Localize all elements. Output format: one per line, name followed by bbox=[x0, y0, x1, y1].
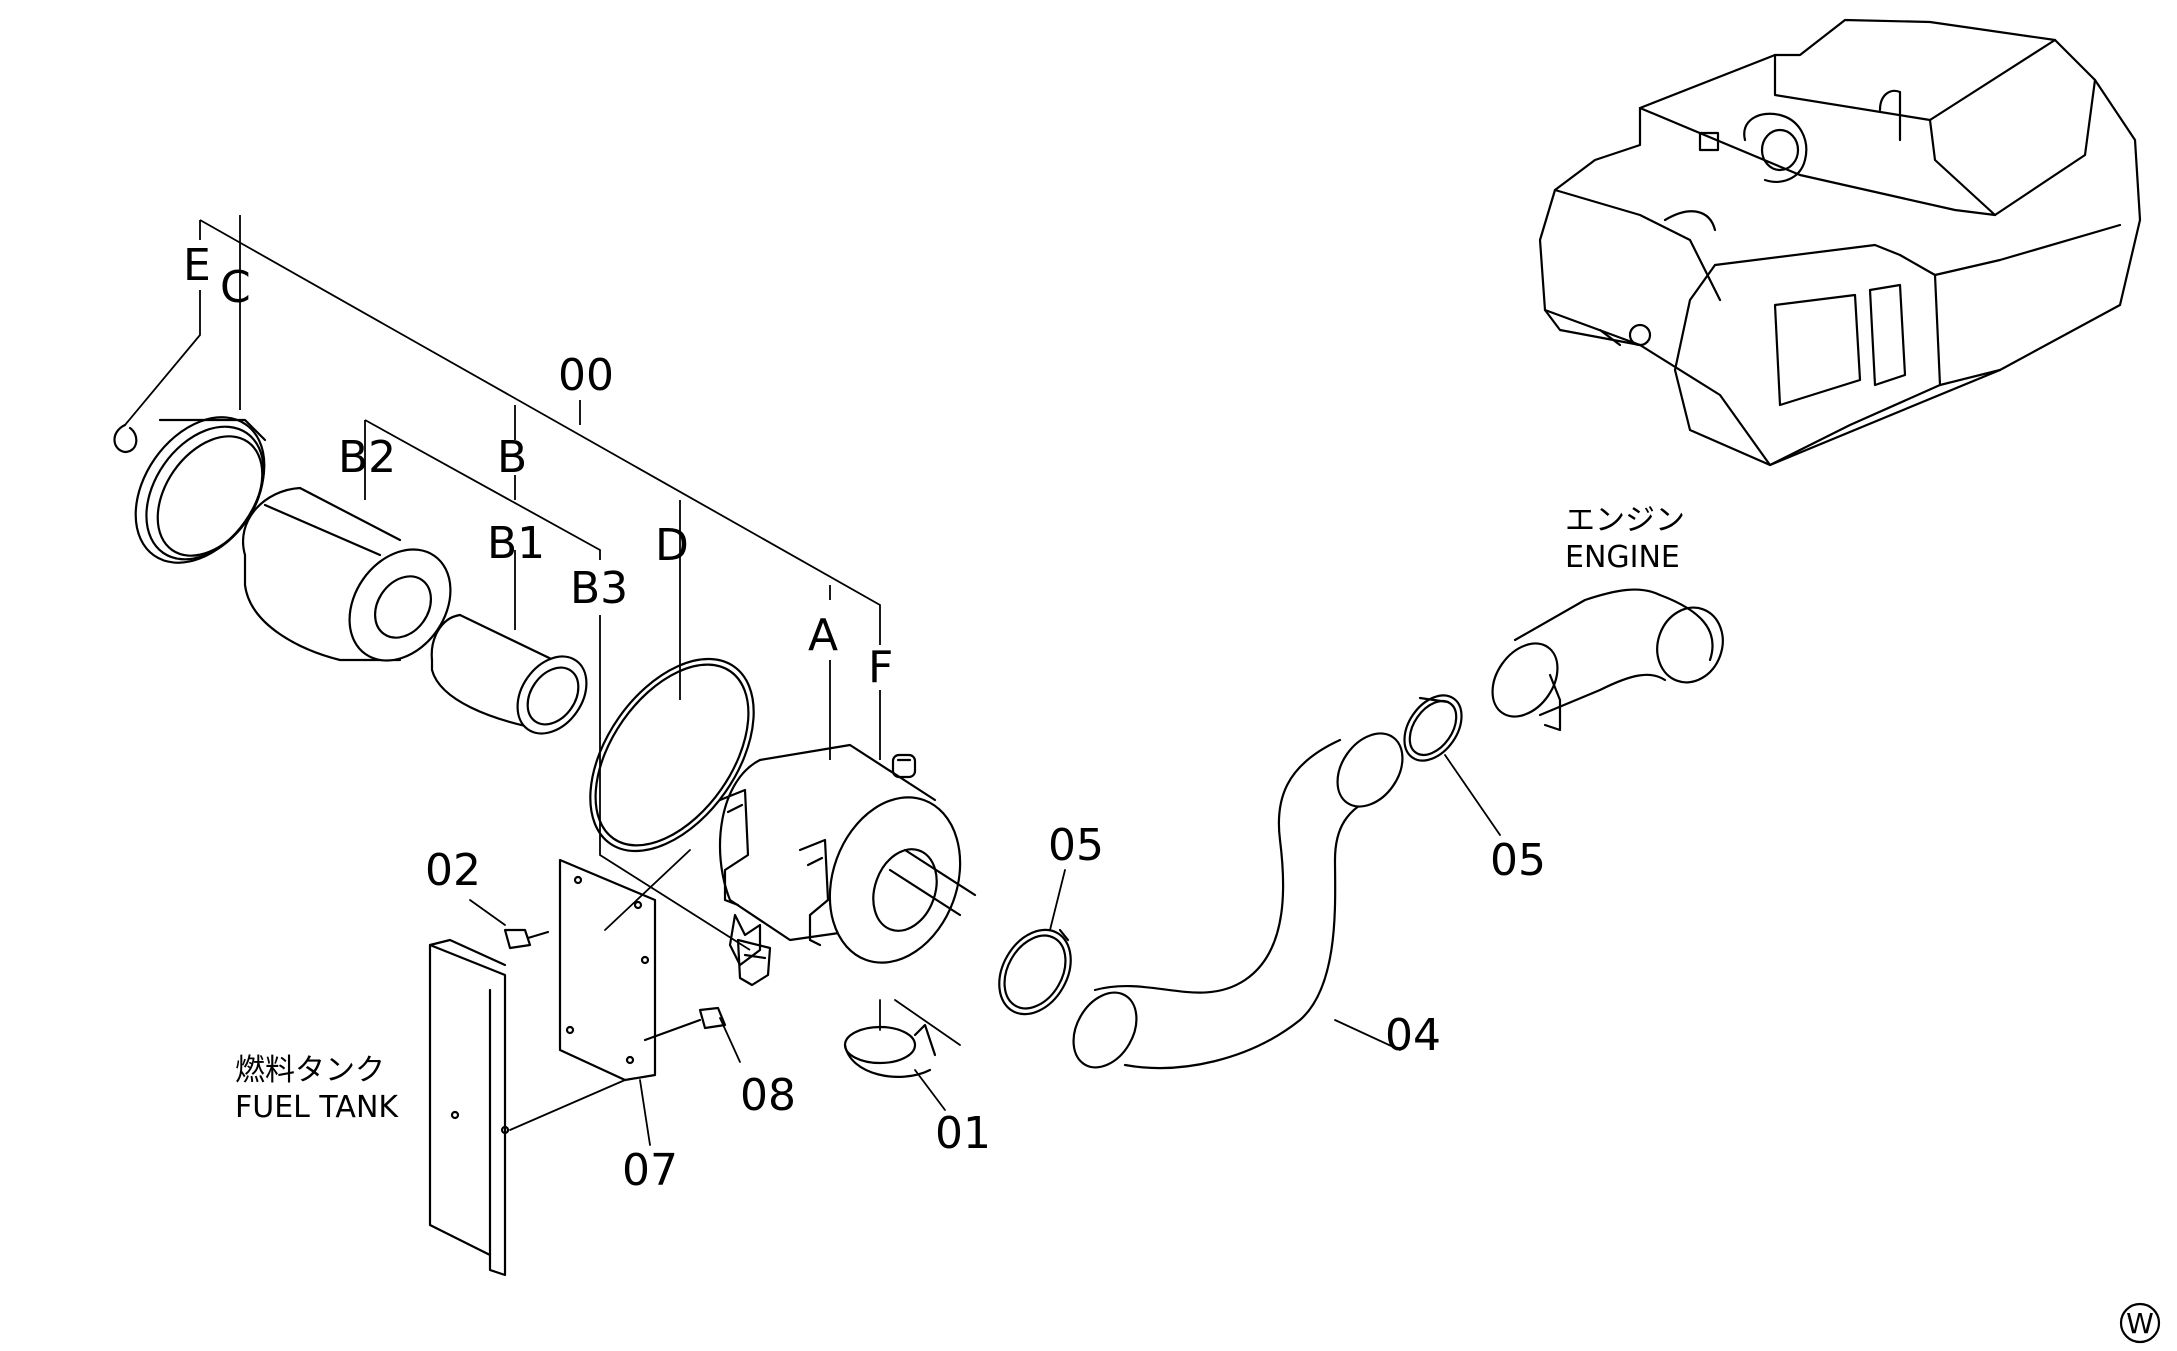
part-f-indicator bbox=[891, 753, 917, 779]
label-c: C bbox=[220, 262, 251, 313]
part-engine-elbow bbox=[1491, 588, 1724, 732]
part-b3-valve bbox=[736, 938, 772, 987]
part-02-bolt bbox=[469, 899, 550, 950]
part-07-plate bbox=[558, 858, 657, 1146]
label-07: 07 bbox=[622, 1145, 678, 1196]
engine-label-jp: エンジン bbox=[1565, 503, 1685, 538]
label-00: 00 bbox=[558, 350, 614, 401]
corner-mark: W bbox=[2119, 1302, 2161, 1344]
fuel-tank-label-en: FUEL TANK bbox=[235, 1090, 399, 1125]
label-b1: B1 bbox=[487, 518, 545, 569]
part-04-hose bbox=[1072, 732, 1404, 1070]
label-05-right: 05 bbox=[1490, 835, 1546, 886]
part-a-body bbox=[604, 743, 977, 967]
part-b1-element bbox=[430, 613, 588, 735]
assembly-leaders bbox=[124, 215, 881, 951]
label-01: 01 bbox=[935, 1108, 991, 1159]
part-05b-clamp bbox=[1403, 694, 1501, 836]
label-e: E bbox=[183, 240, 211, 291]
label-b3: B3 bbox=[570, 563, 628, 614]
part-01-cap bbox=[843, 999, 961, 1111]
part-08-bolt bbox=[643, 1006, 741, 1063]
label-b2: B2 bbox=[338, 432, 396, 483]
engine-label: エンジン ENGINE bbox=[1565, 503, 1685, 575]
excavator-overview bbox=[1538, 18, 2142, 467]
label-02: 02 bbox=[425, 845, 481, 896]
label-04: 04 bbox=[1385, 1010, 1441, 1061]
corner-mark-letter: W bbox=[2126, 1307, 2154, 1340]
label-a: A bbox=[808, 610, 838, 661]
engine-label-en: ENGINE bbox=[1565, 540, 1680, 575]
assembly-labels: E C 00 B B2 B1 B3 D A F bbox=[183, 240, 893, 693]
label-f: F bbox=[868, 642, 893, 693]
label-b: B bbox=[497, 432, 527, 483]
fuel-tank-label: 燃料タンク FUEL TANK bbox=[235, 1053, 399, 1125]
part-e-clip bbox=[113, 423, 138, 454]
label-05-left: 05 bbox=[1048, 820, 1104, 871]
label-08: 08 bbox=[740, 1070, 796, 1121]
part-05a-clamp bbox=[998, 869, 1072, 1016]
label-d: D bbox=[655, 520, 689, 571]
part-labels: 02 05 05 04 08 01 07 bbox=[425, 820, 1546, 1196]
part-b2-element bbox=[242, 486, 452, 662]
fuel-tank-bracket bbox=[428, 938, 626, 1277]
part-c-cover bbox=[134, 416, 267, 564]
part-d-oring bbox=[589, 657, 755, 853]
fuel-tank-label-jp: 燃料タンク bbox=[235, 1053, 385, 1088]
